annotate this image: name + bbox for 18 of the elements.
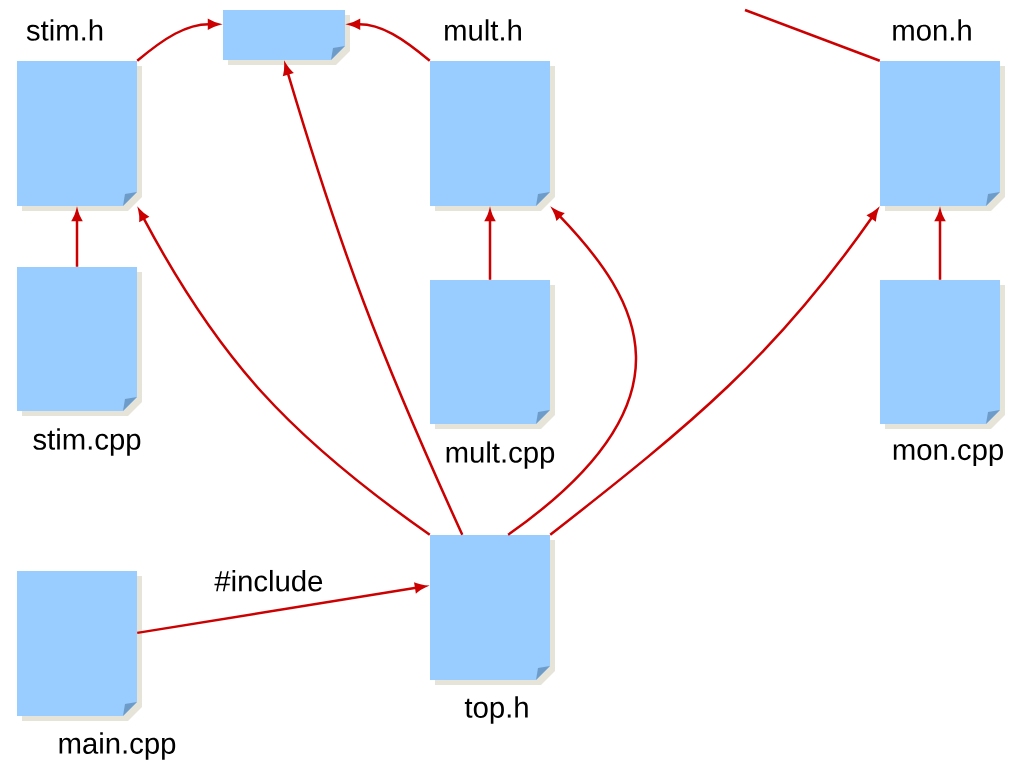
arrow	[348, 19, 431, 62]
file-name: mon.cpp	[893, 444, 1003, 466]
file-name: mon.h	[893, 19, 971, 41]
file-icon	[223, 10, 350, 65]
arrow	[72, 209, 82, 267]
file-name: stim.cpp	[33, 428, 141, 456]
arrow	[138, 209, 431, 536]
arrow	[935, 209, 945, 280]
arrow	[137, 582, 427, 635]
file-name: mult.cpp	[446, 441, 555, 469]
edge-label: #include	[213, 568, 325, 593]
arrow	[283, 63, 464, 536]
arrow	[136, 19, 220, 62]
file-name: main.cpp	[59, 732, 176, 760]
file-name: mult.h	[445, 19, 521, 41]
file-name: stim.h	[26, 19, 103, 41]
arrow	[485, 209, 495, 280]
file-name: top.h	[464, 696, 528, 724]
